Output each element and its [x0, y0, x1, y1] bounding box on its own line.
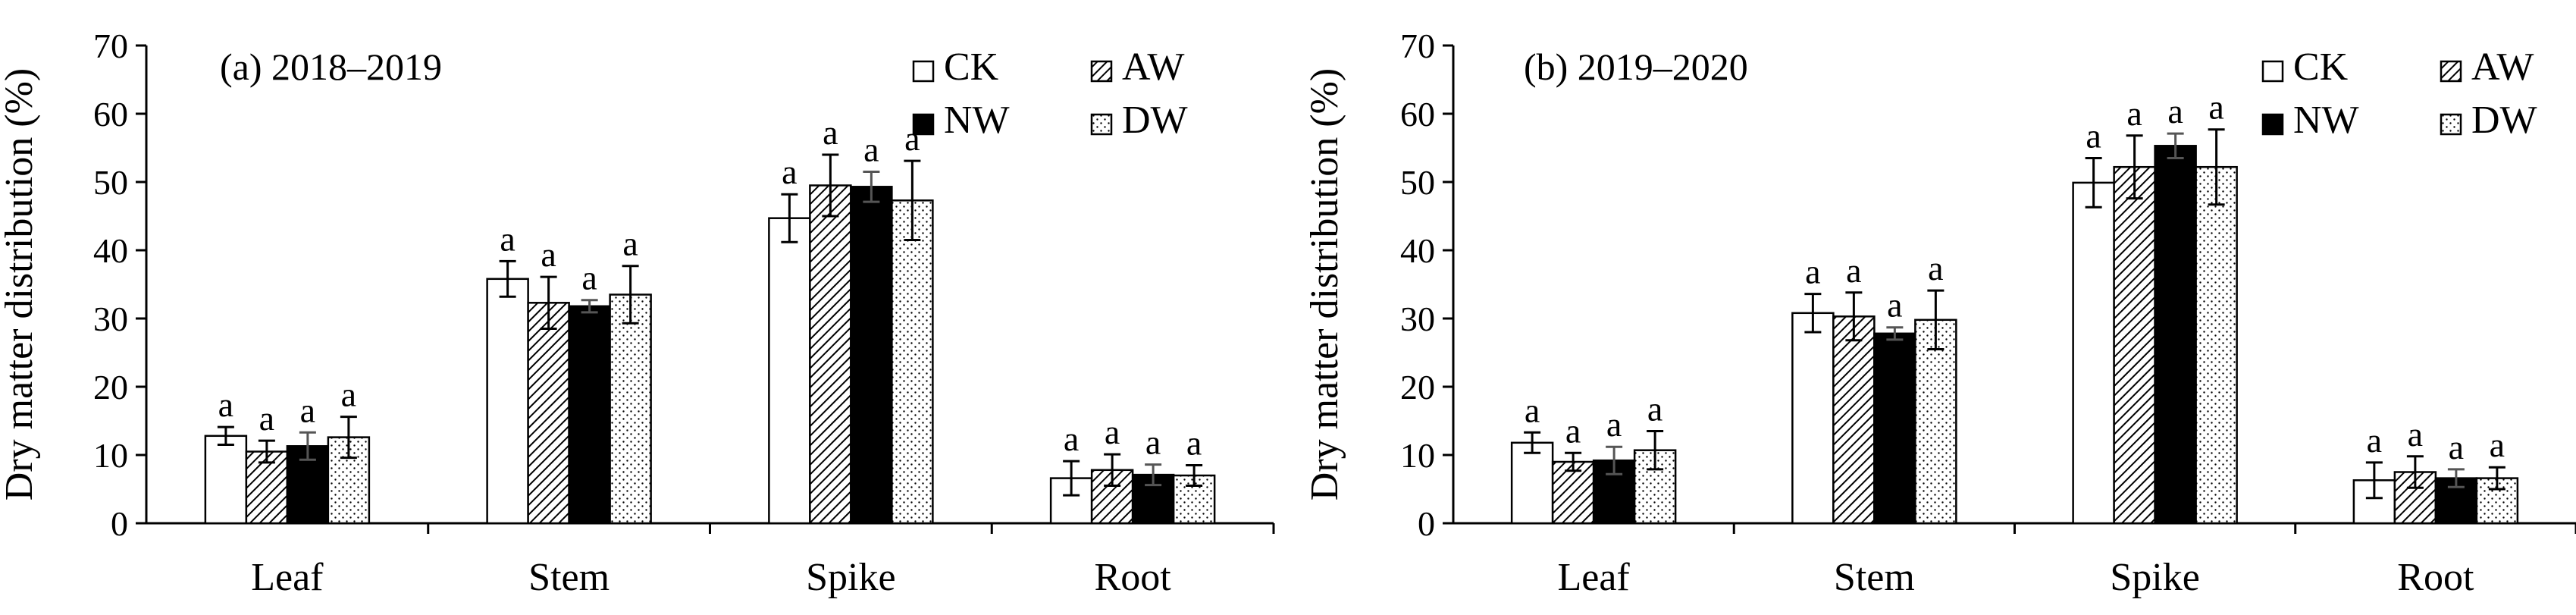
significance-label: a: [622, 224, 638, 263]
y-axis-label: Dry matter distribution (%): [1303, 68, 1346, 500]
legend-swatch-nw: [2261, 113, 2284, 136]
x-tick-label: Stem: [528, 556, 610, 599]
legend-swatch-aw: [1090, 60, 1113, 83]
bar-aw-stem: [527, 302, 570, 525]
x-tick-label: Spike: [2110, 556, 2199, 599]
significance-label: a: [2408, 415, 2423, 453]
significance-label: a: [1647, 390, 1662, 428]
significance-label: a: [1186, 424, 1202, 463]
bar-ck-stem: [1791, 312, 1835, 525]
y-axis-label: Dry matter distribution (%): [0, 68, 41, 500]
y-tick-label: 40: [1400, 231, 1435, 270]
bar-ck-leaf: [204, 435, 248, 525]
significance-label: a: [2449, 428, 2464, 466]
legend-label: CK: [2293, 45, 2349, 89]
legend-label: AW: [1122, 45, 1184, 89]
significance-label: a: [1064, 419, 1079, 458]
y-tick-label: 30: [93, 300, 128, 338]
y-tick-label: 60: [1400, 95, 1435, 133]
legend-label: DW: [1122, 99, 1188, 142]
significance-label: a: [2126, 94, 2142, 133]
significance-label: a: [341, 375, 356, 414]
x-tick-label: Root: [1095, 556, 1172, 599]
bar-ck-stem: [486, 278, 529, 525]
y-tick-label: 20: [93, 368, 128, 406]
y-tick-label: 70: [93, 27, 128, 65]
significance-label: a: [500, 219, 515, 258]
significance-label: a: [300, 391, 315, 429]
chart-title: (a) 2018–2019: [220, 45, 442, 88]
bar-ck-spike: [768, 217, 811, 525]
significance-label: a: [2086, 117, 2101, 155]
y-tick-label: 50: [93, 163, 128, 202]
chart-title: (b) 2019–2020: [1524, 45, 1748, 88]
bar-nw-spike: [850, 186, 893, 525]
y-tick-label: 0: [1418, 504, 1435, 543]
significance-label: a: [863, 130, 879, 169]
y-tick-label: 70: [1400, 27, 1435, 65]
y-tick-label: 40: [93, 231, 128, 270]
legend-swatch-dw: [1090, 113, 1113, 136]
bar-aw-spike: [809, 184, 852, 525]
significance-label: a: [2490, 425, 2505, 464]
significance-label: a: [1145, 423, 1161, 462]
significance-label: a: [259, 399, 274, 438]
y-tick-label: 10: [1400, 436, 1435, 475]
significance-label: a: [1887, 286, 1902, 325]
y-tick-label: 20: [1400, 368, 1435, 406]
significance-label: a: [581, 259, 597, 297]
significance-label: a: [1606, 405, 1622, 444]
legend: CK AW NW DW: [2261, 45, 2537, 142]
bar-aw-spike: [2113, 165, 2156, 525]
bar-dw-stem: [1914, 318, 1957, 525]
bar-aw-stem: [1832, 315, 1876, 525]
y-tick-label: 0: [111, 504, 128, 543]
legend-swatch-dw: [2440, 113, 2462, 136]
significance-label: a: [1565, 411, 1581, 450]
y-tick-label: 60: [93, 95, 128, 133]
significance-label: a: [2367, 421, 2382, 460]
significance-label: a: [1846, 251, 1861, 290]
significance-label: a: [541, 235, 556, 274]
x-tick-label: Root: [2397, 556, 2474, 599]
bar-ck-spike: [2072, 181, 2115, 525]
x-tick-label: Spike: [806, 556, 895, 599]
legend-label: NW: [2293, 99, 2359, 142]
significance-label: a: [782, 152, 797, 191]
x-tick-label: Leaf: [1558, 556, 1631, 599]
significance-label: a: [2208, 88, 2223, 127]
legend: CK AW NW DW: [912, 45, 1188, 142]
x-tick-label: Stem: [1834, 556, 1915, 599]
y-tick-label: 50: [1400, 163, 1435, 202]
bar-dw-spike: [2195, 165, 2238, 525]
legend-swatch-nw: [912, 113, 935, 136]
legend-swatch-aw: [2440, 60, 2462, 83]
significance-label: a: [1805, 253, 1820, 291]
significance-label: a: [1928, 249, 1943, 287]
legend-label: DW: [2471, 99, 2537, 142]
legend-swatch-ck: [2261, 60, 2284, 83]
legend-label: AW: [2471, 45, 2534, 89]
legend-swatch-ck: [912, 60, 935, 83]
legend-label: NW: [944, 99, 1010, 142]
significance-label: a: [2167, 92, 2183, 130]
significance-label: a: [1105, 413, 1120, 451]
bar-nw-stem: [1873, 332, 1916, 525]
significance-label: a: [1525, 391, 1540, 429]
bar-dw-spike: [891, 199, 934, 525]
bar-nw-stem: [568, 305, 611, 525]
bar-dw-stem: [609, 293, 652, 525]
x-tick-label: Leaf: [251, 556, 324, 599]
significance-label: a: [218, 385, 233, 424]
y-tick-label: 30: [1400, 300, 1435, 338]
bar-ck-leaf: [1510, 441, 1554, 525]
legend-label: CK: [944, 45, 999, 89]
significance-label: a: [823, 113, 838, 152]
y-tick-label: 10: [93, 436, 128, 475]
bar-nw-spike: [2154, 145, 2197, 525]
